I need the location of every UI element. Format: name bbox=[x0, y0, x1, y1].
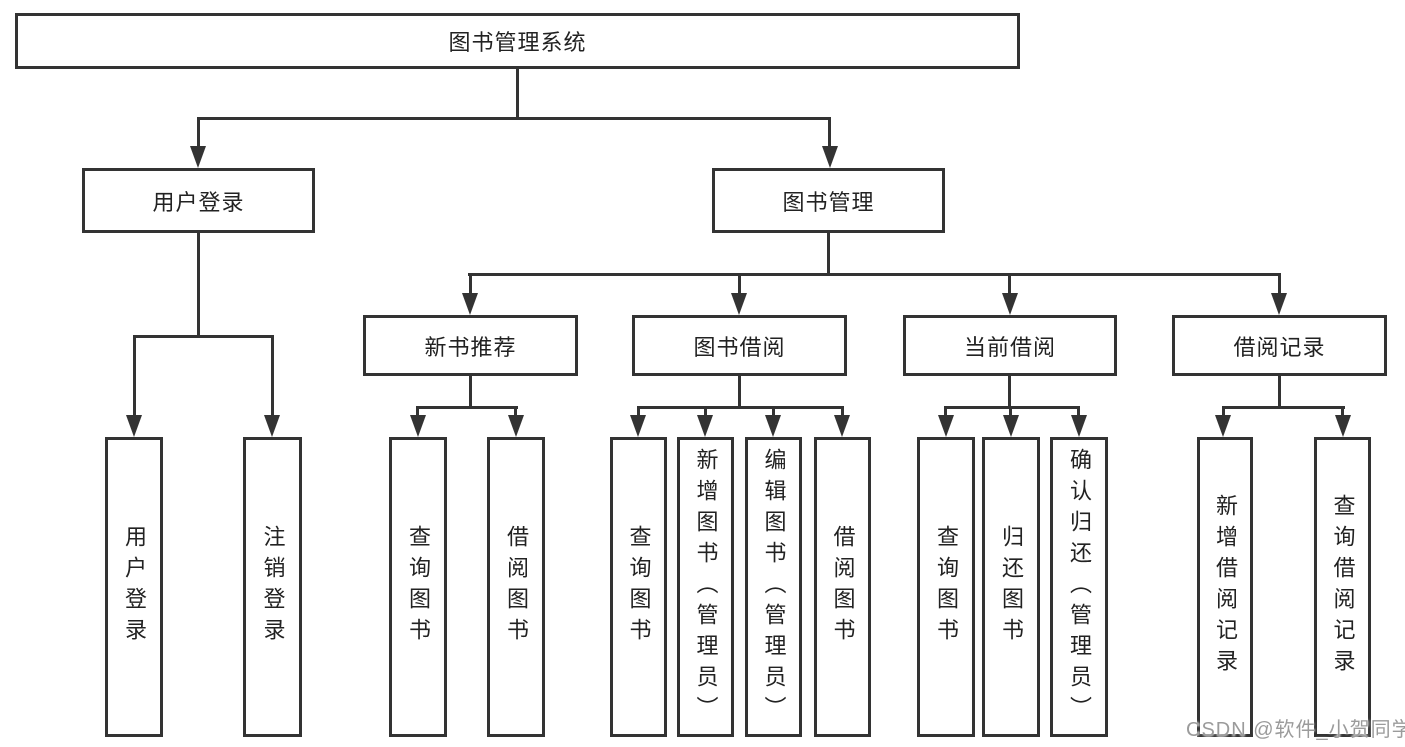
node-user-login: 用户登录 bbox=[82, 168, 315, 233]
arrowhead-leaf-user-login bbox=[126, 415, 142, 437]
leaf-bw-borrow-books: 借阅图书 bbox=[814, 437, 871, 737]
arrowhead-bw-add bbox=[697, 415, 713, 437]
edge-to-book-borrowing bbox=[738, 273, 741, 295]
leaf-cur-search-books: 查询图书 bbox=[917, 437, 975, 737]
leaf-rec-add-record: 新增借阅记录 bbox=[1197, 437, 1253, 737]
edge-records-stem bbox=[1278, 376, 1281, 406]
leaf-cur-return-books: 归还图书 bbox=[982, 437, 1040, 737]
edge-current-stem bbox=[1008, 376, 1011, 406]
edge-root-to-book-mgmt bbox=[828, 117, 831, 148]
leaf-cur-confirm-return-admin: 确认归还（管理员） bbox=[1050, 437, 1108, 737]
arrowhead-new-book-rec bbox=[462, 293, 478, 315]
edge-book-mgmt-stem bbox=[827, 233, 830, 273]
node-book-management-label: 图书管理 bbox=[782, 189, 875, 215]
edge-to-rec-add bbox=[1222, 406, 1225, 418]
edge-to-cur-search bbox=[944, 406, 947, 418]
leaf-bw-search-books: 查询图书 bbox=[610, 437, 667, 737]
leaf-nb-search-books-label: 查询图书 bbox=[406, 525, 431, 649]
leaf-user-login-label: 用户登录 bbox=[122, 525, 147, 649]
edge-records-split bbox=[1222, 406, 1345, 409]
leaf-bw-edit-books-admin: 编辑图书（管理员） bbox=[745, 437, 802, 737]
edge-to-leaf-user-login bbox=[133, 335, 136, 417]
node-book-management: 图书管理 bbox=[712, 168, 945, 233]
edge-to-nb-search bbox=[416, 406, 419, 418]
edge-to-bw-edit bbox=[772, 406, 775, 418]
edge-borrowing-stem bbox=[738, 376, 741, 406]
arrowhead-bw-edit bbox=[765, 415, 781, 437]
leaf-rec-add-record-label: 新增借阅记录 bbox=[1213, 494, 1238, 680]
leaf-bw-add-books-admin-label: 新增图书（管理员） bbox=[693, 447, 719, 727]
edge-borrowing-split bbox=[637, 406, 844, 409]
node-borrowing-records-label: 借阅记录 bbox=[1233, 334, 1326, 360]
edge-to-borrowing-records bbox=[1278, 273, 1281, 295]
arrowhead-nb-borrow bbox=[508, 415, 524, 437]
node-root-library-system: 图书管理系统 bbox=[15, 13, 1020, 69]
node-new-book-recommend-label: 新书推荐 bbox=[424, 334, 517, 360]
edge-root-split bbox=[197, 117, 831, 120]
leaf-nb-search-books: 查询图书 bbox=[389, 437, 447, 737]
leaf-nb-borrow-books-label: 借阅图书 bbox=[504, 525, 529, 649]
leaf-bw-add-books-admin: 新增图书（管理员） bbox=[677, 437, 734, 737]
edge-to-new-book-rec bbox=[469, 273, 472, 295]
arrowhead-borrowing-records bbox=[1271, 293, 1287, 315]
arrowhead-user-login bbox=[190, 146, 206, 168]
leaf-cur-return-books-label: 归还图书 bbox=[999, 525, 1024, 649]
edge-to-bw-borrow bbox=[841, 406, 844, 418]
leaf-bw-borrow-books-label: 借阅图书 bbox=[830, 525, 856, 649]
leaf-user-login: 用户登录 bbox=[105, 437, 163, 737]
arrowhead-nb-search bbox=[410, 415, 426, 437]
node-new-book-recommend: 新书推荐 bbox=[363, 315, 578, 376]
arrowhead-book-mgmt bbox=[822, 146, 838, 168]
edge-current-split bbox=[944, 406, 1080, 409]
arrowhead-cur-search bbox=[938, 415, 954, 437]
edge-new-rec-stem bbox=[469, 376, 472, 406]
edge-to-cur-return bbox=[1009, 406, 1012, 418]
edge-user-login-split bbox=[133, 335, 274, 338]
node-current-borrowing: 当前借阅 bbox=[903, 315, 1117, 376]
edge-to-current-borrowing bbox=[1008, 273, 1011, 295]
node-book-borrowing: 图书借阅 bbox=[632, 315, 847, 376]
leaf-logout-label: 注销登录 bbox=[260, 525, 286, 649]
edge-to-rec-search bbox=[1341, 406, 1344, 418]
leaf-cur-confirm-return-admin-label: 确认归还（管理员） bbox=[1067, 447, 1092, 727]
leaf-rec-search-record-label: 查询借阅记录 bbox=[1330, 494, 1356, 680]
arrowhead-current-borrowing bbox=[1002, 293, 1018, 315]
edge-to-leaf-logout bbox=[271, 335, 274, 417]
edge-to-nb-borrow bbox=[514, 406, 517, 418]
node-book-borrowing-label: 图书借阅 bbox=[693, 334, 786, 360]
leaf-cur-search-books-label: 查询图书 bbox=[934, 525, 959, 649]
edge-new-rec-split bbox=[417, 406, 518, 409]
edge-user-login-stem bbox=[197, 233, 200, 335]
arrowhead-rec-search bbox=[1335, 415, 1351, 437]
arrowhead-leaf-logout bbox=[264, 415, 280, 437]
arrowhead-cur-return bbox=[1003, 415, 1019, 437]
edge-root-stem bbox=[516, 69, 519, 117]
leaf-logout: 注销登录 bbox=[243, 437, 302, 737]
arrowhead-book-borrowing bbox=[731, 293, 747, 315]
arrowhead-bw-search bbox=[630, 415, 646, 437]
edge-root-to-user-login bbox=[197, 117, 200, 148]
leaf-bw-edit-books-admin-label: 编辑图书（管理员） bbox=[761, 447, 787, 727]
edge-to-bw-search bbox=[637, 406, 640, 418]
node-borrowing-records: 借阅记录 bbox=[1172, 315, 1387, 376]
node-user-login-label: 用户登录 bbox=[152, 189, 245, 215]
watermark-text: CSDN @软件_小贺同学 bbox=[1186, 719, 1405, 741]
node-current-borrowing-label: 当前借阅 bbox=[963, 334, 1056, 360]
arrowhead-cur-confirm bbox=[1071, 415, 1087, 437]
node-root-label: 图书管理系统 bbox=[448, 30, 587, 55]
arrowhead-bw-borrow bbox=[834, 415, 850, 437]
leaf-nb-borrow-books: 借阅图书 bbox=[487, 437, 545, 737]
arrowhead-rec-add bbox=[1215, 415, 1231, 437]
leaf-rec-search-record: 查询借阅记录 bbox=[1314, 437, 1371, 737]
edge-book-mgmt-split bbox=[468, 273, 1281, 276]
edge-to-cur-confirm bbox=[1077, 406, 1080, 418]
edge-to-bw-add bbox=[704, 406, 707, 418]
leaf-bw-search-books-label: 查询图书 bbox=[626, 525, 652, 649]
